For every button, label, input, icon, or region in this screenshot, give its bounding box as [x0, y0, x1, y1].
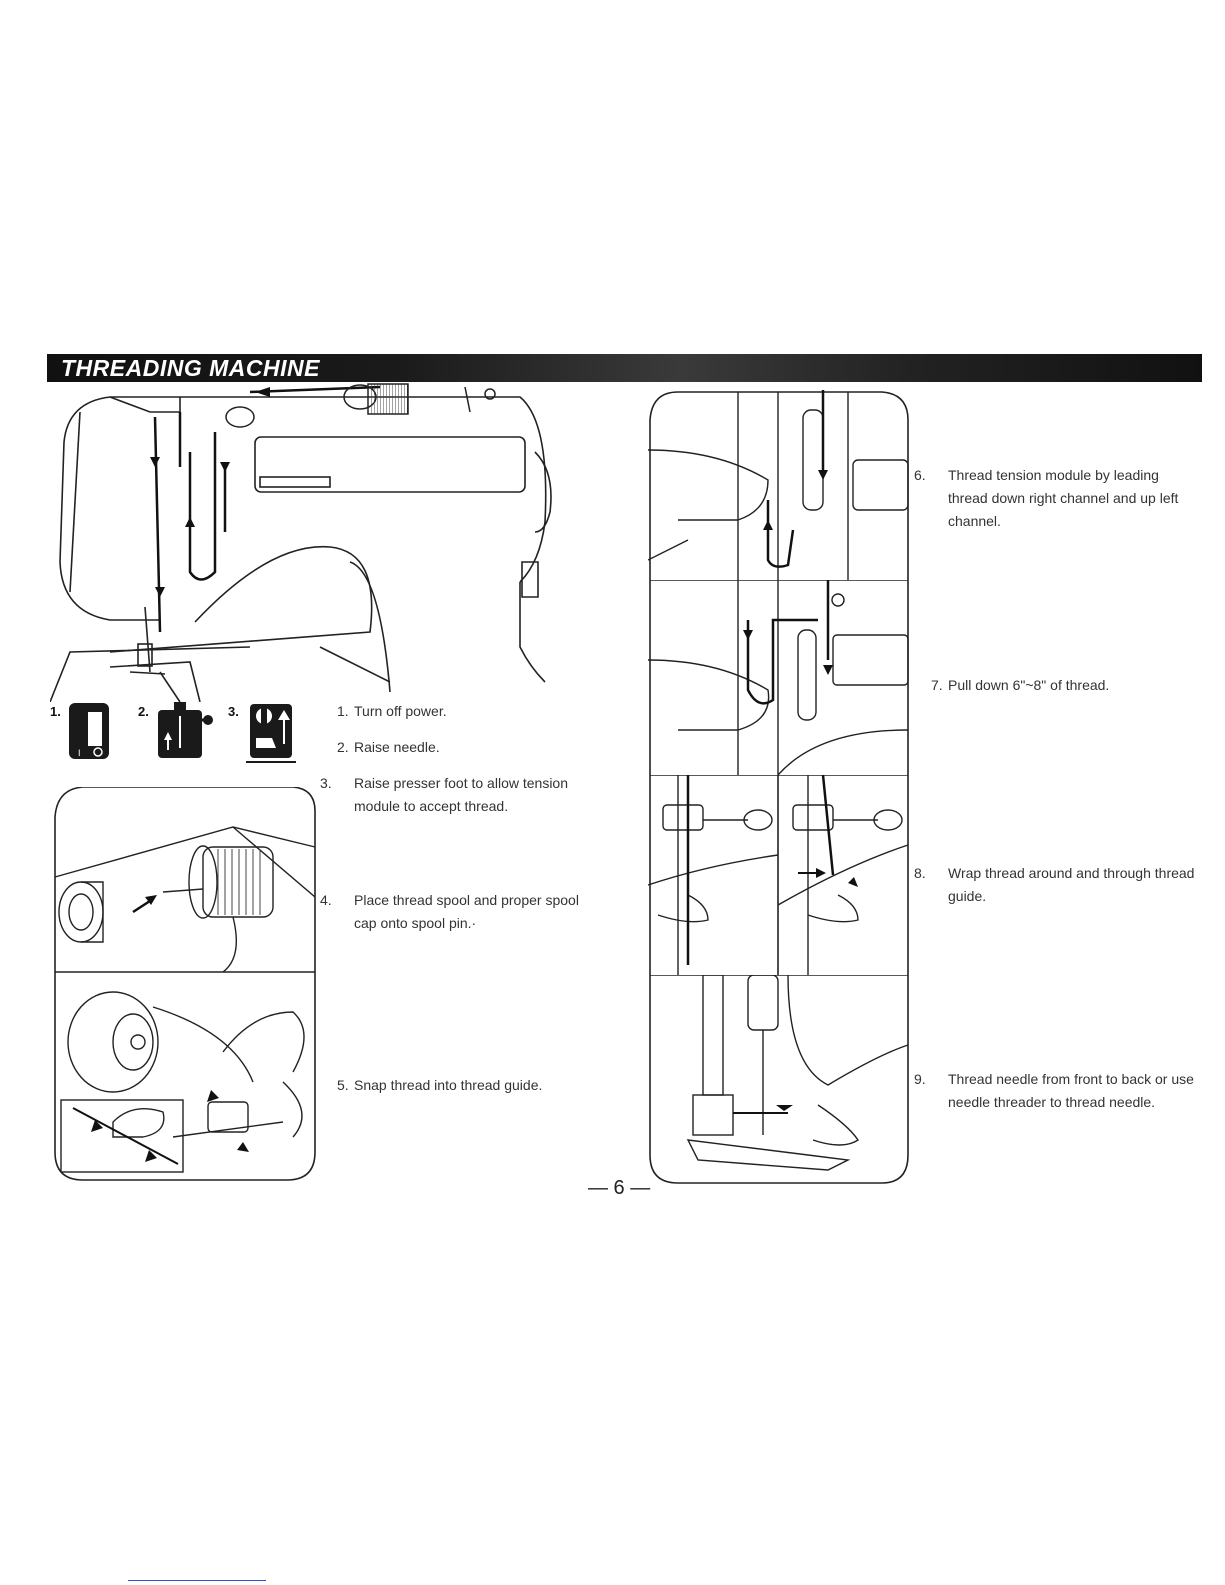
- step-5: 5. Snap thread into thread guide.: [337, 1074, 542, 1097]
- raise-needle-icon: [158, 702, 213, 758]
- tension-module-illustration: [648, 390, 910, 580]
- step-9: 9. Thread needle from front to back or us…: [914, 1068, 1196, 1114]
- step-number: 2.: [337, 739, 349, 755]
- pull-thread-illustration: [648, 580, 910, 775]
- svg-text:I: I: [78, 748, 81, 758]
- power-switch-icon: I: [69, 703, 109, 759]
- step-number: 9.: [914, 1071, 926, 1087]
- step-text: Snap thread into thread guide.: [354, 1077, 543, 1093]
- section-banner: THREADING MACHINE: [47, 354, 1202, 382]
- step-text: Raise presser foot to allow tension modu…: [354, 775, 568, 814]
- step-6: 6. Thread tension module by leading threa…: [914, 464, 1196, 533]
- step-2: 2. Raise needle.: [337, 736, 440, 759]
- step-number: 7.: [931, 677, 943, 693]
- bottom-rule: [128, 1580, 266, 1581]
- thread-needle-illustration: [648, 975, 910, 1185]
- step-8: 8. Wrap thread around and through thread …: [914, 862, 1196, 908]
- step-number: 1.: [337, 703, 349, 719]
- section-title: THREADING MACHINE: [61, 355, 320, 381]
- step-number: 5.: [337, 1077, 349, 1093]
- step-text: Turn off power.: [354, 703, 447, 719]
- step-text: Wrap thread around and through thread gu…: [948, 865, 1195, 904]
- step-text: Pull down 6"~8" of thread.: [948, 677, 1110, 693]
- thread-guide-illustration: [53, 972, 317, 1182]
- icon-label-3: 3.: [228, 704, 239, 719]
- step-number: 6.: [914, 467, 926, 483]
- step-1: 1. Turn off power.: [337, 700, 447, 723]
- step-text: Thread needle from front to back or use …: [948, 1071, 1194, 1110]
- step-number: 8.: [914, 865, 926, 881]
- icon-label-2: 2.: [138, 704, 149, 719]
- machine-illustration: [50, 382, 560, 702]
- step-number: 4.: [320, 892, 332, 908]
- wrap-guide-illustration: [648, 775, 910, 975]
- prep-icons: 1. I 2. 3.: [50, 702, 300, 768]
- spool-illustration: [53, 787, 317, 972]
- page-number: — 6 —: [588, 1177, 651, 1199]
- raise-presser-foot-icon: [246, 704, 296, 763]
- step-7: 7. Pull down 6"~8" of thread.: [931, 674, 1109, 697]
- step-text: Raise needle.: [354, 739, 440, 755]
- step-number: 3.: [320, 775, 332, 791]
- icon-label-1: 1.: [50, 704, 61, 719]
- step-text: Thread tension module by leading thread …: [948, 467, 1179, 529]
- step-text: Place thread spool and proper spool cap …: [354, 892, 579, 931]
- step-4: 4. Place thread spool and proper spool ca…: [320, 889, 587, 935]
- step-3: 3. Raise presser foot to allow tension mo…: [320, 772, 607, 818]
